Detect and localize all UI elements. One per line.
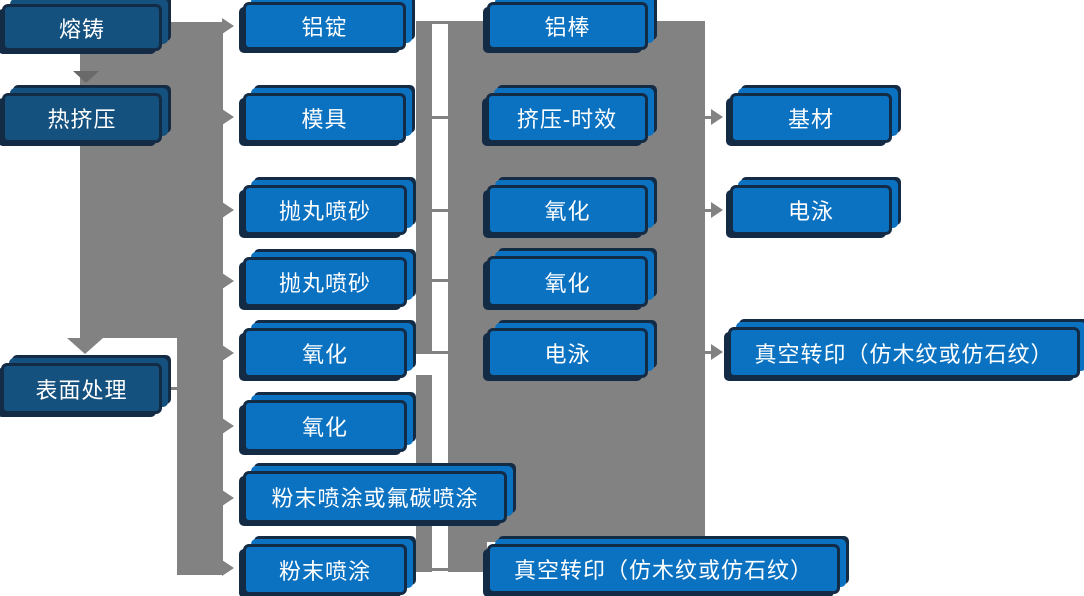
arrowhead-right-icon — [711, 202, 723, 218]
band-mid-upper — [416, 21, 432, 354]
arrowhead-right-icon — [711, 344, 723, 360]
node-label: 电泳 — [787, 199, 834, 224]
arrowhead-right-icon — [222, 560, 234, 576]
node-label: 氧化 — [544, 199, 591, 224]
node-label: 表面处理 — [35, 377, 128, 403]
node-label: 热挤压 — [47, 107, 117, 132]
node-vacuum-transfer-wood-or-stone-grain-right: 真空转印（仿木纹或仿石纹） — [728, 327, 1080, 378]
node-oxidation-d: 氧化 — [487, 256, 648, 307]
connector-tick — [704, 116, 713, 119]
node-label: 模具 — [301, 107, 348, 132]
arrowhead-right-icon — [222, 202, 234, 218]
node-oxidation-b: 氧化 — [243, 400, 407, 452]
node-label: 抛丸喷砂 — [278, 271, 371, 296]
node-powder-coating: 粉末喷涂 — [243, 544, 407, 595]
arrowhead-right-icon — [711, 109, 723, 125]
connector-tick — [432, 116, 448, 119]
connector-tick — [432, 351, 448, 354]
node-label: 电泳 — [544, 342, 591, 367]
connector-tick — [160, 387, 178, 390]
arrowhead-down-icon — [67, 338, 103, 354]
node-shot-blast-sandblast-1: 抛丸喷砂 — [243, 185, 407, 235]
node-label: 粉末喷涂或氟碳喷涂 — [271, 486, 479, 511]
node-melting-casting: 熔铸 — [2, 4, 162, 51]
node-oxidation-a: 氧化 — [243, 328, 407, 378]
arrowhead-right-icon — [222, 418, 234, 434]
node-label: 氧化 — [301, 342, 348, 367]
node-extrusion-aging: 挤压-时效 — [486, 93, 648, 143]
node-label: 基材 — [787, 107, 834, 132]
node-vacuum-transfer-wood-or-stone-grain-bottom: 真空转印（仿木纹或仿石纹） — [487, 544, 840, 594]
band-left-main — [80, 22, 223, 338]
band-left-lower — [177, 338, 223, 575]
node-aluminum-ingot: 铝锭 — [243, 2, 406, 50]
node-label: 挤压-时效 — [516, 107, 618, 132]
node-surface-treatment: 表面处理 — [1, 363, 162, 414]
arrowhead-right-icon — [222, 273, 234, 289]
arrowhead-right-icon — [222, 109, 234, 125]
node-hot-extrusion: 热挤压 — [2, 93, 162, 143]
node-label: 铝棒 — [544, 15, 591, 40]
node-label: 真空转印（仿木纹或仿石纹） — [754, 341, 1054, 367]
connector-tick — [432, 279, 448, 282]
connector-tick — [704, 351, 713, 354]
node-label: 熔铸 — [58, 16, 105, 42]
arrowhead-right-icon — [222, 490, 234, 506]
node-label: 氧化 — [301, 415, 348, 440]
arrowhead-right-icon — [222, 345, 234, 361]
connector-tick — [704, 209, 713, 212]
node-aluminum-rod: 铝棒 — [487, 2, 648, 50]
node-oxidation-c: 氧化 — [487, 185, 648, 235]
connector-tick — [432, 568, 448, 571]
node-label: 真空转印（仿木纹或仿石纹） — [513, 558, 813, 583]
node-label: 铝锭 — [301, 15, 348, 40]
node-mold: 模具 — [243, 93, 406, 143]
node-base-material: 基材 — [730, 93, 892, 143]
node-label: 抛丸喷砂 — [278, 199, 371, 224]
band-col3-backdrop-foot — [448, 542, 487, 572]
node-shot-blast-sandblast-2: 抛丸喷砂 — [243, 257, 407, 307]
node-powder-or-fluorocarbon-coating: 粉末喷涂或氟碳喷涂 — [243, 471, 507, 523]
arrowhead-down-icon — [73, 71, 99, 83]
node-electrophoresis-a: 电泳 — [487, 328, 648, 378]
node-electrophoresis-b: 电泳 — [730, 185, 892, 235]
connector-tick — [432, 209, 448, 212]
connector-tick — [432, 21, 448, 24]
arrowhead-right-icon — [222, 18, 234, 34]
node-label: 粉末喷涂 — [278, 558, 371, 584]
node-label: 氧化 — [544, 270, 591, 296]
